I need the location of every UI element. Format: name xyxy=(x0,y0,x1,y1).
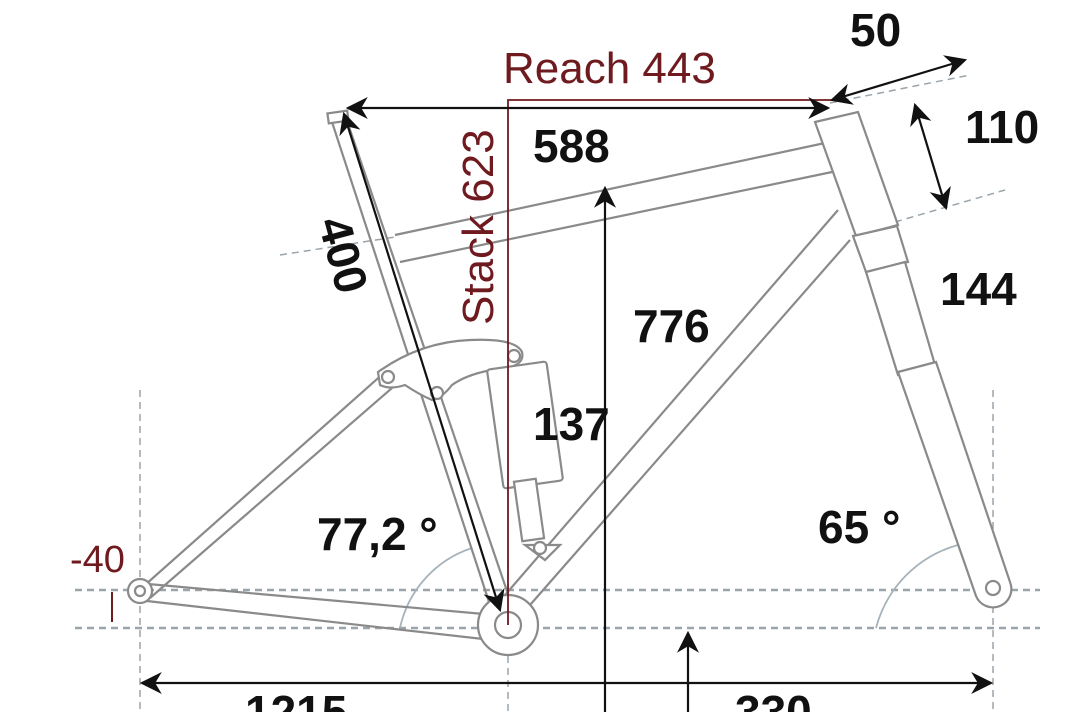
bb-drop-label: -40 xyxy=(70,539,125,581)
fork-stanchion xyxy=(864,260,937,377)
bike-frame xyxy=(126,109,1013,657)
seat-angle-arc xyxy=(399,547,473,629)
fork-lower-leg xyxy=(896,360,1013,609)
shock-shaft xyxy=(512,477,546,543)
stem-arrow xyxy=(829,55,968,105)
pivot xyxy=(380,369,396,385)
pivot xyxy=(532,540,548,556)
bb-height-label: 330 xyxy=(735,686,812,712)
wheelbase-label: 1215 xyxy=(245,686,347,712)
top-tube-label: 588 xyxy=(533,120,610,172)
stack-label: Stack 623 xyxy=(454,129,503,325)
head-angle-label: 65 ° xyxy=(818,501,900,553)
chain-stay-upper xyxy=(147,582,496,617)
fork-crown xyxy=(851,224,910,274)
seat-angle-label: 77,2 ° xyxy=(317,508,438,560)
head-angle-arc xyxy=(875,544,959,629)
dimension-arrows xyxy=(139,55,994,712)
seat-tube-label: 400 xyxy=(308,211,378,299)
down-tube-lower xyxy=(529,239,851,606)
down-tube-upper xyxy=(504,209,839,596)
headtube-length-label: 110 xyxy=(965,101,1039,153)
headtube-guide xyxy=(894,189,1006,223)
pivot xyxy=(506,348,522,364)
seat-tube-arrow xyxy=(339,111,505,613)
standover-label: 776 xyxy=(633,300,710,352)
seat-stay-lower xyxy=(149,387,393,599)
head-tube xyxy=(813,110,900,238)
shock-label: 137 xyxy=(533,398,610,450)
headtube-arrow xyxy=(910,102,951,211)
reach-label: Reach 443 xyxy=(503,44,716,93)
stem-length-label: 50 xyxy=(850,4,901,56)
rear-axle-inner xyxy=(133,584,147,598)
front-axle xyxy=(984,579,1002,597)
chain-stay-lower xyxy=(137,598,493,642)
fork-length-label: 144 xyxy=(940,263,1017,315)
